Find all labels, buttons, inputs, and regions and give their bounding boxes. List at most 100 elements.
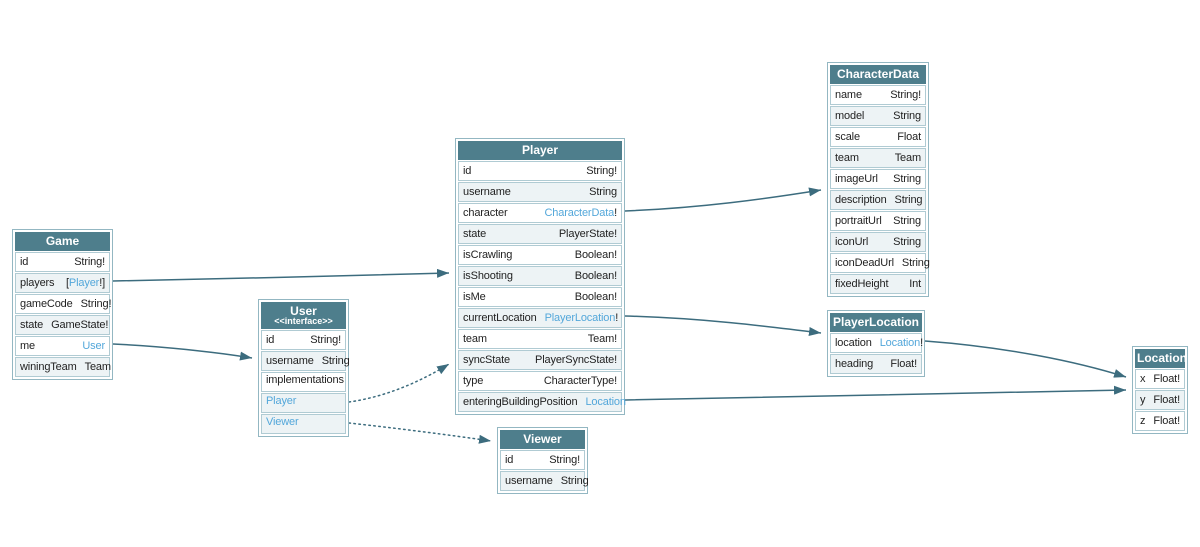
edge-player-character-to-characterdata: [624, 187, 822, 212]
type-link-PlayerLocation[interactable]: PlayerLocation: [544, 312, 616, 324]
game-header[interactable]: Game: [15, 232, 110, 251]
viewer-header[interactable]: Viewer: [500, 430, 585, 449]
type-text: String: [893, 173, 921, 185]
characterdata-header[interactable]: CharacterData: [830, 65, 926, 84]
type-text: Boolean!: [574, 270, 617, 282]
field-name: team: [463, 333, 487, 345]
type-link-User[interactable]: User: [82, 340, 105, 352]
type-text: Boolean!: [574, 249, 617, 261]
field-type: String!: [549, 454, 580, 466]
playerlocation-header[interactable]: PlayerLocation: [830, 313, 922, 332]
type-text: Int: [909, 278, 921, 290]
field-name: iconDeadUrl: [835, 257, 894, 269]
field-type: Location: [585, 396, 626, 408]
type-text: GameState!: [51, 319, 109, 331]
type-text: CharacterType!: [543, 375, 617, 387]
type-text: String: [893, 236, 921, 248]
field-type: Float: [897, 131, 921, 143]
type-text: String: [589, 186, 617, 198]
field-type: CharacterType!: [544, 375, 617, 387]
field-name: z: [1140, 415, 1146, 427]
type-link-Location[interactable]: Location: [585, 396, 626, 408]
field-row-players[interactable]: players [Player!]: [15, 273, 110, 293]
field-name: username: [266, 355, 314, 367]
field-type: PlayerSyncState!: [535, 354, 617, 366]
type-text: String: [901, 257, 930, 269]
type-text: !]: [99, 277, 105, 289]
field-type: PlayerState!: [559, 228, 617, 240]
field-name: players: [20, 277, 55, 289]
type-text: Boolean!: [574, 291, 617, 303]
player-header[interactable]: Player: [458, 141, 622, 160]
type-text: String: [893, 215, 921, 227]
field-type: String!: [74, 256, 105, 268]
field-row-iconDeadUrl[interactable]: iconDeadUrl String: [830, 253, 930, 273]
edge-player-currentlocation-to-playerlocation: [624, 315, 822, 336]
field-type: String: [902, 257, 930, 269]
type-text: PlayerState!: [558, 228, 617, 240]
field-type: Team!: [588, 333, 617, 345]
field-name: heading: [835, 358, 874, 370]
field-row-isCrawling[interactable]: isCrawling Boolean!: [458, 245, 622, 265]
type-link-Location[interactable]: Location: [879, 337, 921, 349]
field-name: isShooting: [463, 270, 513, 282]
type-text: String!: [310, 334, 341, 346]
field-type: [Player!]: [66, 277, 105, 289]
edge-user-implementation-viewer: [348, 422, 492, 444]
type-text: PlayerSyncState!: [535, 354, 617, 366]
field-type: String!: [310, 334, 341, 346]
implementation-link-Viewer[interactable]: Viewer: [261, 414, 346, 434]
field-type: String: [893, 173, 921, 185]
type-link-CharacterData[interactable]: CharacterData: [544, 207, 615, 219]
field-name: description: [835, 194, 887, 206]
field-row-isShooting[interactable]: isShooting Boolean!: [458, 266, 622, 286]
field-name: isCrawling: [463, 249, 513, 261]
type-link-Player[interactable]: Player: [68, 277, 100, 289]
implementation-link-Player[interactable]: Player: [261, 393, 346, 413]
field-name: location: [835, 337, 872, 349]
field-row-team[interactable]: team Team!: [458, 329, 622, 349]
user-header[interactable]: User<<interface>>: [261, 302, 346, 329]
location-header[interactable]: Location: [1135, 349, 1187, 368]
